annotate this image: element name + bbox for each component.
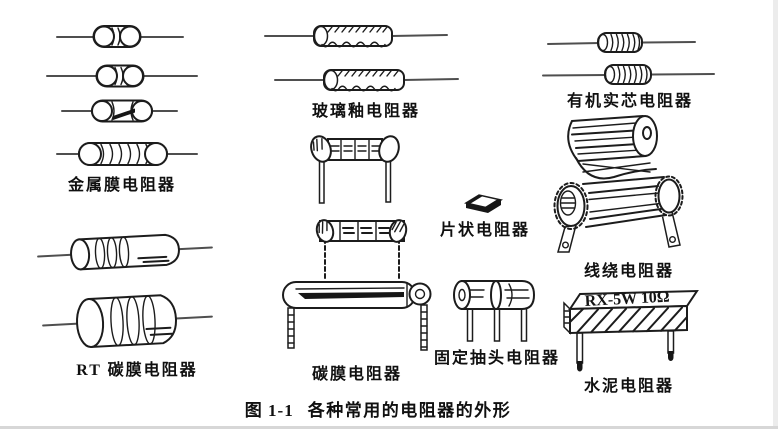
label-fixed-tap-resistor: 固定抽头电阻器	[433, 350, 561, 367]
scan-edge-bottom	[0, 426, 778, 429]
metal-film-resistor-4	[56, 142, 198, 166]
cement-resistor-marking: RX-5W 10Ω	[584, 289, 670, 310]
fixed-tap-resistor	[453, 280, 536, 342]
organic-solid-resistor-1	[547, 32, 696, 53]
label-rt-carbon-film-resistor: RT 碳膜电阻器	[76, 362, 198, 379]
metal-film-resistor-3	[61, 99, 178, 123]
figure-caption: 图 1-1 各种常用的电阻器的外形	[245, 396, 511, 421]
label-organic-solid-resistor: 有机实芯电阻器	[566, 93, 694, 110]
label-metal-film-resistor: 金属膜电阻器	[67, 177, 177, 194]
scan-edge-right	[773, 0, 778, 429]
rt-carbon-film-resistor-1	[37, 233, 213, 271]
chip-resistor	[464, 194, 503, 213]
carbon-film-resistor	[282, 281, 432, 351]
cement-resistor: RX-5W 10Ω	[563, 289, 699, 372]
standing-resistor-1	[310, 135, 400, 204]
figure-number: 图 1-1	[244, 401, 294, 420]
label-carbon-film-resistor: 碳膜电阻器	[311, 366, 403, 383]
organic-solid-resistor-2	[542, 64, 715, 85]
metal-film-resistor-2	[46, 64, 198, 88]
wire-wound-tube-resistor	[567, 115, 658, 180]
label-chip-resistor: 片状电阻器	[439, 222, 531, 239]
label-wire-wound-resistor: 线绕电阻器	[583, 263, 675, 280]
label-cement-resistor: 水泥电阻器	[583, 378, 675, 395]
glass-glaze-resistor-2	[274, 69, 459, 92]
rt-carbon-film-resistor-2	[42, 294, 213, 349]
label-glass-glaze-resistor: 玻璃釉电阻器	[311, 103, 421, 120]
glass-glaze-resistor-1	[264, 25, 448, 48]
figure-title: 各种常用的电阻器的外形	[307, 401, 512, 420]
metal-film-resistor-1	[56, 25, 184, 48]
wire-wound-resistor	[553, 175, 684, 253]
standing-resistor-2	[315, 219, 408, 279]
